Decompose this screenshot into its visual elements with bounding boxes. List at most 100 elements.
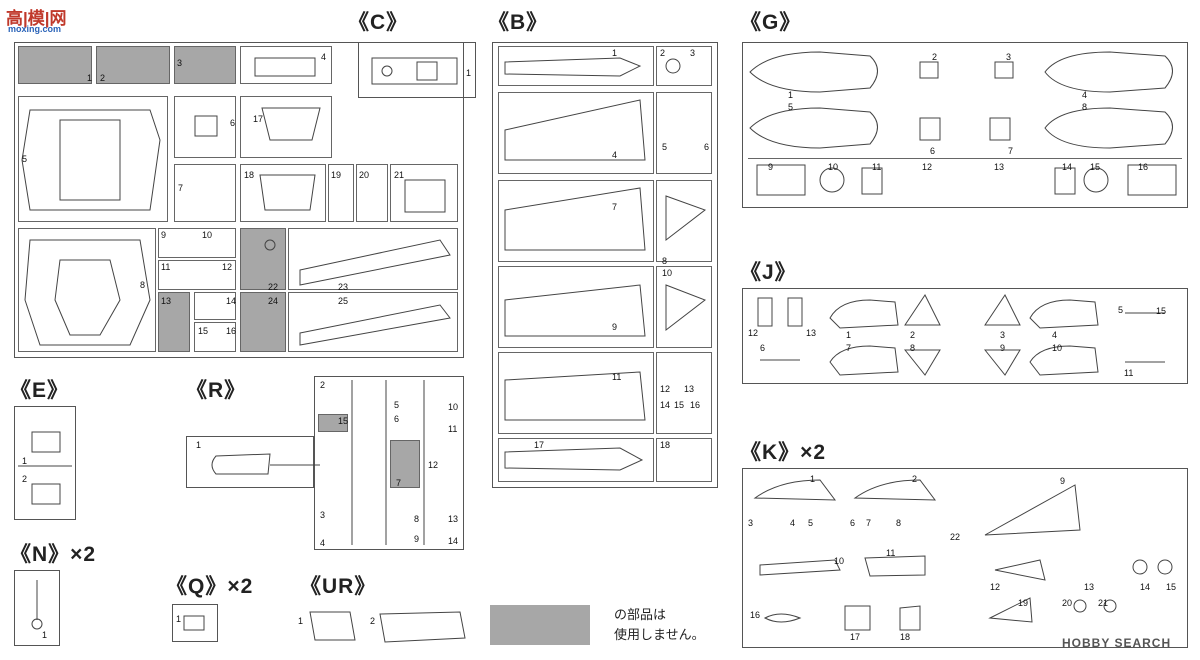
part-number: 6 [930, 146, 936, 156]
part-number: 2 [910, 330, 916, 340]
part-number: 1 [846, 330, 852, 340]
part-number: 4 [321, 52, 327, 62]
part-number: 14 [1140, 582, 1151, 592]
part-number: 15 [338, 416, 349, 426]
sprue-ur-drawings [309, 611, 466, 643]
sprue-a-part-23 [288, 228, 458, 290]
sprue-a-part-13 [158, 292, 190, 352]
part-number: 1 [298, 616, 304, 626]
part-number: 12 [428, 460, 439, 470]
sprue-a-part-3 [174, 46, 236, 84]
part-number: 13 [684, 384, 695, 394]
sprue-a-part-5 [18, 96, 168, 222]
part-number: 11 [872, 162, 882, 172]
part-number: 4 [790, 518, 796, 528]
sprue-n-frame [14, 570, 60, 646]
part-number: 6 [704, 142, 710, 152]
part-number: 14 [448, 536, 459, 546]
sprue-r-part-15 [318, 414, 348, 432]
sprue-a-frame [14, 42, 464, 358]
part-number: 10 [1052, 343, 1063, 353]
part-number: 17 [534, 440, 545, 450]
part-number: 11 [886, 548, 896, 558]
part-number: 2 [320, 380, 326, 390]
part-number: 11 [612, 372, 622, 382]
part-number: 15 [1166, 582, 1177, 592]
sprue-c-part-1-drawing [371, 57, 458, 85]
part-number: 25 [338, 296, 349, 306]
site-logo: 高|模|网 [6, 9, 67, 28]
part-number: 13 [1084, 582, 1095, 592]
sprue-a-part-9-10 [158, 228, 236, 258]
part-number: 18 [900, 632, 911, 642]
sprue-j-title: 《J》 [740, 261, 797, 284]
part-number: 14 [1062, 162, 1073, 172]
part-number: 7 [866, 518, 872, 528]
sprue-b-part-18 [656, 438, 712, 482]
sprue-a-part-1 [18, 46, 92, 84]
part-number: 9 [612, 322, 618, 332]
sprue-a-part-2 [96, 46, 170, 84]
part-number: 21 [1098, 598, 1109, 608]
part-number: 21 [394, 170, 405, 180]
part-number: 18 [244, 170, 255, 180]
sprue-a-part-6 [174, 96, 236, 158]
part-number: 24 [268, 296, 279, 306]
part-number: 3 [1006, 52, 1012, 62]
sprue-a-part-21 [390, 164, 458, 222]
sprue-r-frame [186, 436, 314, 488]
part-number: 12 [222, 262, 233, 272]
sprue-a-part-18 [240, 164, 326, 222]
part-number: 10 [202, 230, 213, 240]
part-number: 4 [1052, 330, 1058, 340]
site-logo-subtitle: moxing.com [8, 24, 62, 34]
sprue-a-part-19 [328, 164, 354, 222]
part-number: 9 [768, 162, 774, 172]
part-number: 7 [178, 183, 184, 193]
part-number: 13 [448, 514, 459, 524]
part-number: 22 [268, 282, 279, 292]
part-number: 8 [662, 256, 668, 266]
part-number: 12 [990, 582, 1001, 592]
part-number: 7 [1008, 146, 1014, 156]
part-number: 9 [161, 230, 167, 240]
sprue-b-part-1 [498, 46, 654, 86]
sprue-g-divider [748, 158, 1182, 202]
legend-line-2: 使用しません。 [614, 627, 705, 642]
sprue-r-title: 《R》 [186, 379, 247, 402]
sprue-b-frame [492, 42, 718, 488]
part-number: 4 [1082, 90, 1088, 100]
part-number: 10 [448, 402, 459, 412]
part-number: 2 [100, 73, 106, 83]
part-number: 11 [1124, 368, 1134, 378]
sprue-n-part-1-drawing [31, 580, 43, 630]
sprue-b-part-11 [498, 352, 654, 434]
sprue-k-frame [742, 468, 1188, 648]
part-number: 3 [690, 48, 696, 58]
part-number: 5 [22, 154, 28, 164]
sprue-c-title: 《C》 [348, 11, 409, 34]
sprue-a-part-4 [240, 46, 332, 84]
sprue-a-part-15-16 [194, 322, 236, 352]
sprue-q-title: 《Q》×2 [166, 575, 254, 598]
part-number: 13 [806, 328, 817, 338]
part-number: 7 [846, 343, 852, 353]
part-number: 1 [87, 73, 93, 83]
part-number: 16 [690, 400, 701, 410]
part-number: 10 [662, 268, 673, 278]
part-number: 1 [196, 440, 202, 450]
part-number: 8 [896, 518, 902, 528]
sprue-b-part-9 [498, 266, 654, 348]
part-number: 11 [448, 424, 458, 434]
sprue-a-part-17 [240, 96, 332, 158]
part-number: 16 [1138, 162, 1149, 172]
sprue-a-part-11-12 [158, 260, 236, 290]
part-number: 11 [161, 262, 171, 272]
sprue-a-part-24 [240, 292, 286, 352]
part-number: 6 [760, 343, 766, 353]
sprue-q-part-1-drawing [183, 615, 205, 631]
sprue-b-part-17 [498, 438, 654, 482]
part-number: 15 [1090, 162, 1101, 172]
part-number: 12 [660, 384, 671, 394]
part-number: 1 [176, 614, 182, 624]
